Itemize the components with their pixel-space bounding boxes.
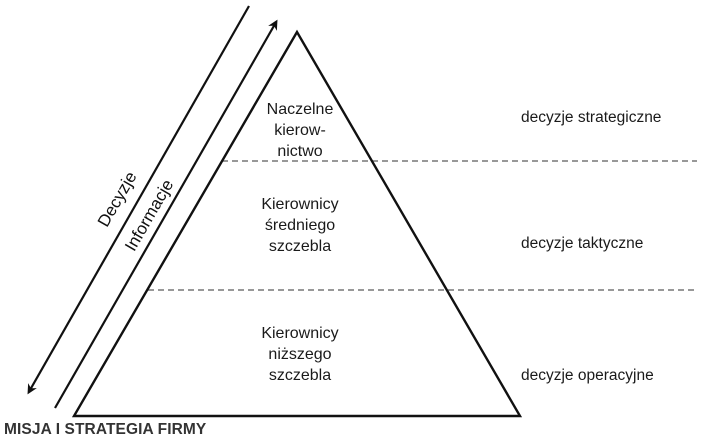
decisions-arrow-label: Decyzje bbox=[94, 168, 141, 230]
operational-decisions-label: decyzje operacyjne bbox=[521, 367, 654, 384]
middle-management-line-2: średniego bbox=[264, 217, 336, 234]
middle-management-label: Kierownicy średniego szczebla bbox=[240, 194, 360, 257]
middle-management-line-3: szczebla bbox=[268, 238, 332, 255]
top-management-line-1: Naczelne bbox=[266, 101, 334, 118]
top-management-line-3: nictwo bbox=[277, 143, 323, 160]
mission-strategy-label: MISJA I STRATEGIA FIRMY bbox=[4, 421, 207, 438]
tactical-decisions-label: decyzje taktyczne bbox=[521, 235, 644, 252]
strategic-decisions-label: decyzje strategiczne bbox=[521, 109, 662, 126]
top-management-label: Naczelne kierow- nictwo bbox=[240, 99, 360, 162]
decisions-arrow bbox=[27, 5, 250, 395]
middle-management-line-1: Kierownicy bbox=[261, 196, 339, 213]
information-arrow bbox=[54, 19, 278, 409]
lower-management-label: Kierownicy niższego szczebla bbox=[240, 323, 360, 386]
lower-management-line-1: Kierownicy bbox=[261, 325, 339, 342]
pyramid-triangle bbox=[71, 29, 523, 418]
top-management-line-2: kierow- bbox=[274, 122, 326, 139]
lower-management-line-3: szczebla bbox=[268, 367, 332, 384]
lower-management-line-2: niższego bbox=[268, 346, 332, 363]
